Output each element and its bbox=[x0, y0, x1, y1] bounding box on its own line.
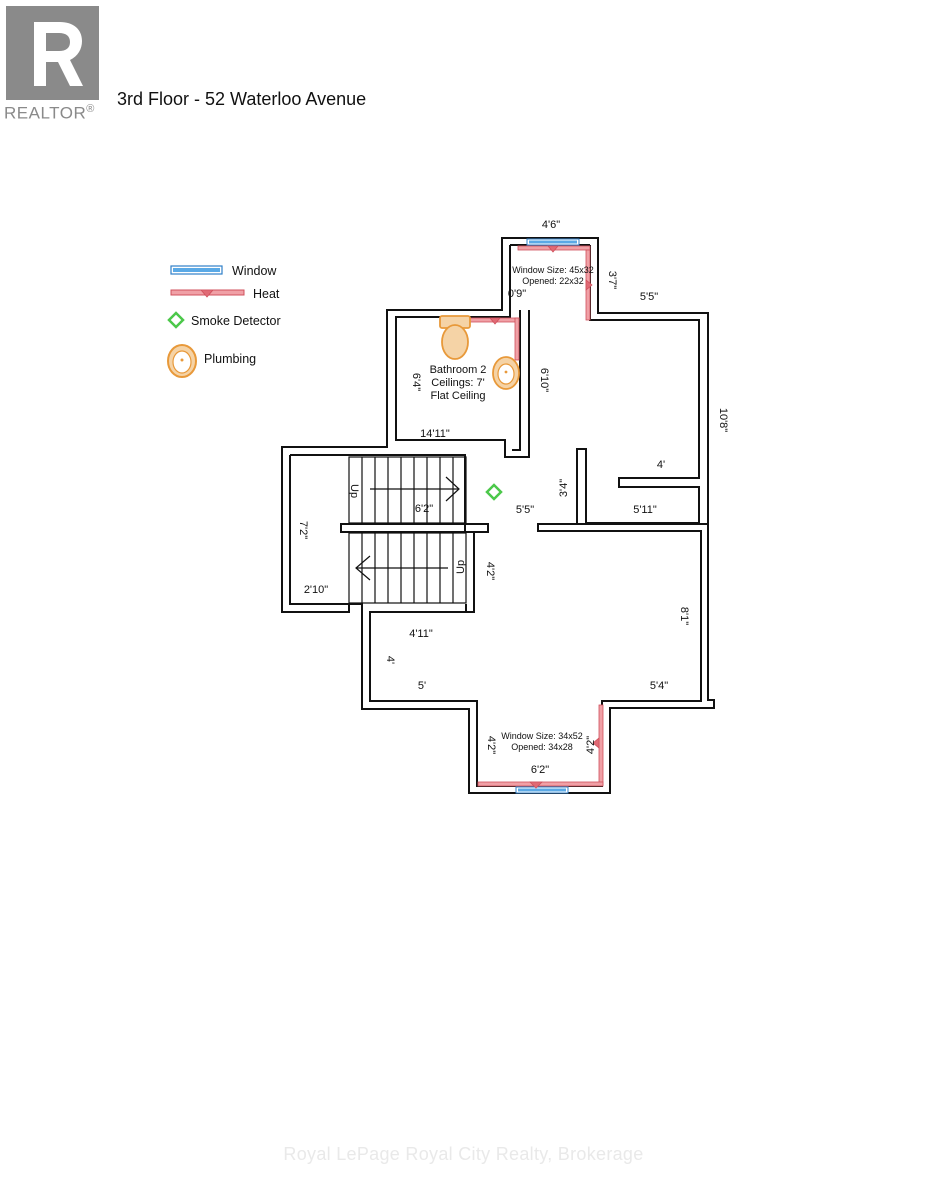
stairs-upper bbox=[348, 456, 467, 524]
dim-bay-left: 4'2" bbox=[485, 736, 497, 754]
window-bottom-opened: Opened: 34x28 bbox=[511, 742, 573, 752]
toilet-fixture bbox=[439, 315, 471, 360]
window-top-info: Window Size: 45x32 Opened: 22x32 bbox=[512, 265, 594, 286]
dim-stair-landing-width: 2'10" bbox=[304, 584, 328, 596]
bathroom-sink-fixture bbox=[492, 356, 520, 390]
bathroom-name: Bathroom 2 bbox=[430, 364, 487, 376]
dim-lower-left-height: 4' bbox=[384, 656, 396, 664]
dimension-labels-rotated: 3'7" 6'4" 6'10" 10'8" 3'4" 7'2" 4'2" 8'1… bbox=[297, 271, 729, 754]
smoke-detector-symbol bbox=[167, 311, 185, 329]
bathroom-ceilings: Ceilings: 7' bbox=[431, 377, 484, 389]
dim-top-right-wall: 3'7" bbox=[606, 271, 618, 289]
stairs-lower bbox=[348, 532, 467, 604]
dim-lower-right-width: 5'4" bbox=[650, 680, 668, 692]
realtor-wordmark-text: REALTOR bbox=[4, 103, 87, 123]
bathroom-ceiling-type: Flat Ceiling bbox=[430, 390, 485, 402]
legend-heat-label: Heat bbox=[253, 287, 280, 301]
dim-hall-width: 5'5" bbox=[516, 504, 534, 516]
page-title: 3rd Floor - 52 Waterloo Avenue bbox=[117, 89, 367, 109]
dim-top-right-width: 5'5" bbox=[640, 291, 658, 303]
smoke-detector-marker bbox=[485, 483, 503, 501]
legend: Window Heat Smoke Detector Plumbing bbox=[167, 264, 281, 378]
window-top-opened: Opened: 22x32 bbox=[522, 276, 584, 286]
heat-symbol bbox=[170, 289, 245, 298]
window-symbol bbox=[170, 265, 223, 275]
dim-lower-stair-side: 4'2" bbox=[484, 562, 496, 580]
dim-closet-width: 5'11" bbox=[633, 504, 657, 516]
dim-lower-left-width: 4'11" bbox=[409, 628, 433, 640]
dim-stair-landing-height: 7'2" bbox=[297, 521, 309, 539]
dim-stair-width: 6'2" bbox=[415, 503, 433, 515]
dim-top-window-width: 4'6" bbox=[542, 219, 560, 231]
dim-bath-height: 6'4" bbox=[410, 373, 422, 391]
stairs-upper-label: Up bbox=[348, 484, 360, 498]
registered-mark: ® bbox=[86, 103, 95, 115]
dim-bay-right: 4'2" bbox=[585, 736, 597, 754]
dim-closet-depth: 4' bbox=[657, 459, 665, 471]
legend-window-label: Window bbox=[232, 264, 277, 278]
legend-smoke-label: Smoke Detector bbox=[191, 314, 281, 328]
bathroom-label: Bathroom 2 Ceilings: 7' Flat Ceiling bbox=[430, 364, 487, 402]
dim-lower-left-bottom: 5' bbox=[418, 680, 426, 692]
window-bottom bbox=[515, 786, 569, 794]
dim-bath-width: 14'11" bbox=[420, 428, 450, 440]
sink-symbol bbox=[167, 344, 197, 378]
window-top-size: Window Size: 45x32 bbox=[512, 265, 594, 275]
window-bottom-size: Window Size: 34x52 bbox=[501, 731, 583, 741]
dim-lower-right-height: 8'1" bbox=[678, 607, 690, 625]
window-top bbox=[526, 238, 580, 246]
realtor-r-logo bbox=[6, 6, 99, 100]
dim-top-small: 0'9" bbox=[508, 288, 526, 300]
heat-runs bbox=[469, 245, 604, 789]
realtor-wordmark: REALTOR® bbox=[4, 103, 95, 124]
dim-bay-width: 6'2" bbox=[531, 764, 549, 776]
stairs-lower-label: Up bbox=[455, 560, 467, 574]
dim-right-tall: 10'8" bbox=[717, 408, 729, 432]
dimension-labels: 4'6" 0'9" 5'5" 14'11" 4' 6'2" 5'5" 5'11"… bbox=[304, 219, 668, 776]
brokerage-watermark: Royal LePage Royal City Realty, Brokerag… bbox=[283, 1144, 644, 1164]
legend-plumbing-label: Plumbing bbox=[204, 352, 256, 366]
window-bottom-info: Window Size: 34x52 Opened: 34x28 bbox=[501, 731, 583, 752]
dim-bath-right-height: 6'10" bbox=[538, 368, 550, 392]
dim-closet-wall: 3'4" bbox=[558, 479, 570, 497]
